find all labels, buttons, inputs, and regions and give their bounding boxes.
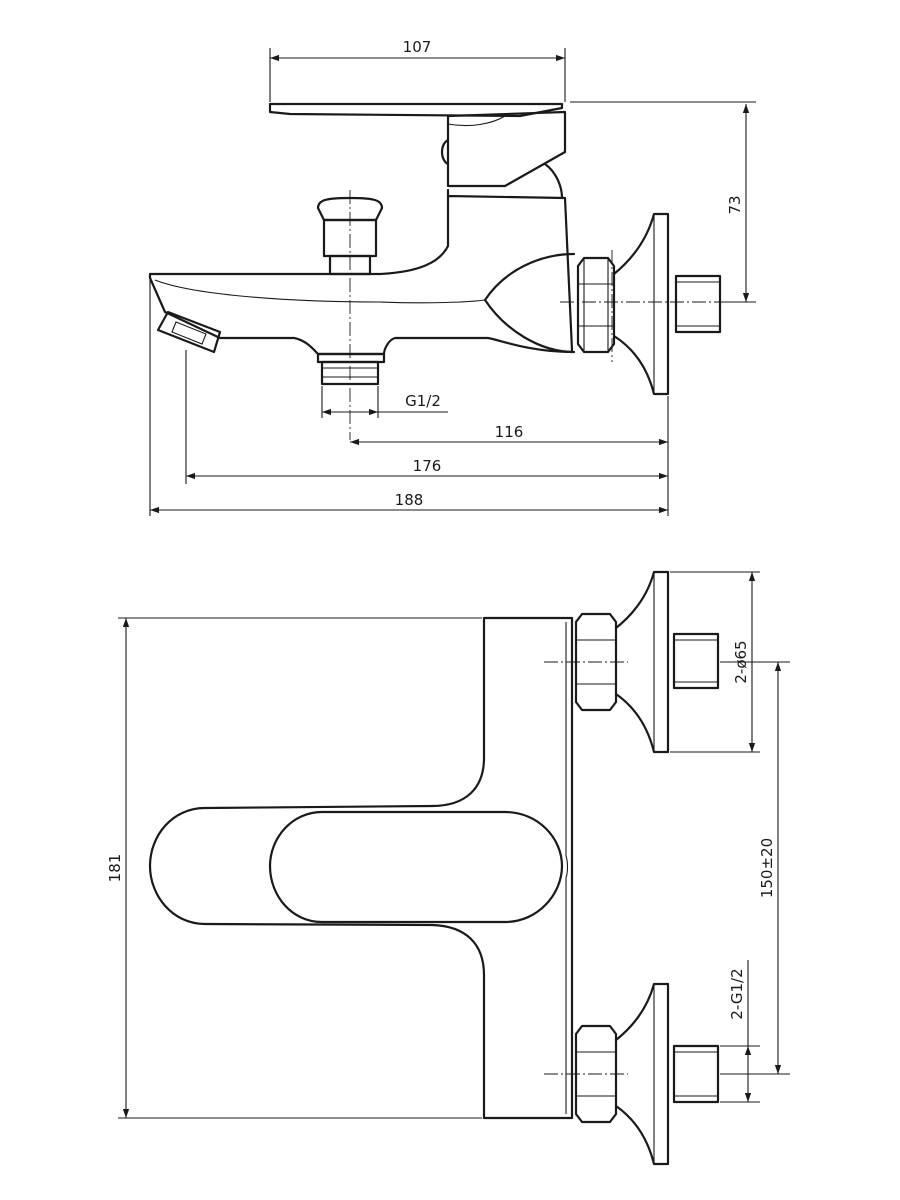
inlet-pipe — [674, 274, 722, 334]
escutcheon-flange — [612, 212, 670, 396]
aerator — [156, 310, 222, 354]
hex-nut — [576, 256, 616, 354]
handle-neck — [543, 162, 564, 200]
upper-inlet-pipe — [672, 632, 720, 690]
upper-flange — [614, 570, 670, 754]
dim-inlet-thread: 2-G1/2 — [728, 968, 746, 1019]
body-crescent — [483, 252, 576, 354]
upper-hex-nut — [574, 612, 618, 712]
lower-hex-nut — [574, 1024, 618, 1124]
lever-cap — [268, 102, 564, 118]
handle-block — [446, 110, 567, 188]
dim-116: 116 — [495, 423, 524, 441]
lever-lip — [447, 115, 506, 127]
dim-g12: G1/2 — [405, 392, 441, 410]
body-edge-detail — [565, 622, 569, 1114]
side-view: 107 73 G1/2 116 176 188 — [148, 38, 756, 516]
dim-107: 107 — [403, 38, 432, 56]
dim-73: 73 — [726, 195, 744, 214]
dim-flange-dia: 2-ø65 — [732, 640, 750, 683]
lower-flange — [614, 982, 670, 1166]
dim-181: 181 — [106, 854, 124, 883]
dim-center-distance: 150±20 — [758, 838, 776, 898]
aerator-inner — [171, 321, 207, 345]
top-view: 181 2-ø65 150±20 2-G1/2 — [106, 570, 790, 1166]
top-body — [148, 616, 574, 1120]
dim-188: 188 — [395, 491, 424, 509]
lower-inlet-pipe — [672, 1044, 720, 1104]
dim-176: 176 — [413, 457, 442, 475]
lever-oval — [268, 810, 564, 924]
spout-curve — [154, 279, 486, 304]
outlet-collar — [316, 352, 386, 364]
diverter-knob — [316, 196, 384, 222]
lever-knob — [440, 138, 450, 166]
